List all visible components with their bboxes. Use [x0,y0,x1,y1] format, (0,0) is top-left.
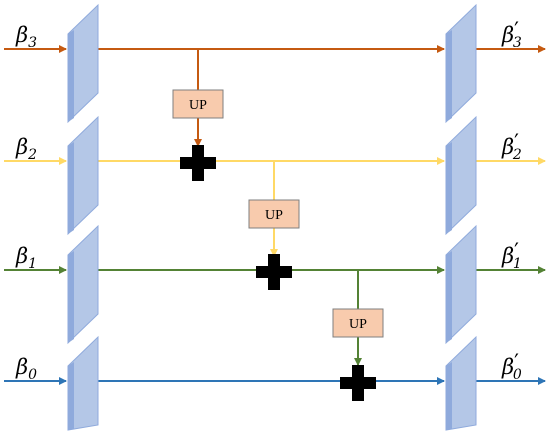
right-block-0 [445,335,477,431]
up-label: UP [265,208,283,223]
output-label-beta-3-prime: β′3 [501,18,522,51]
plus-icon [256,254,292,290]
right-block-3 [445,3,477,124]
input-label-beta-0: β0 [15,355,37,383]
input-label-beta-3: β3 [15,23,37,51]
up-label: UP [349,317,367,332]
level-2-row [4,157,546,257]
left-block-1 [67,224,99,345]
left-block-2 [67,115,99,236]
output-label-beta-2-prime: β′2 [501,130,522,163]
plus-icon [340,365,376,401]
right-block-1 [445,224,477,345]
output-label-beta-0-prime: β′0 [501,350,522,383]
input-label-beta-1: β1 [15,244,37,272]
right-block-2 [445,115,477,236]
level-3-row [4,45,546,147]
left-block-3 [67,3,99,124]
up-box-2: UP [248,199,300,229]
up-box-1: UP [332,308,384,338]
left-block-0 [67,335,99,431]
up-label: UP [189,98,207,113]
plus-icon [180,145,216,181]
output-label-beta-1-prime: β′1 [501,239,522,272]
input-label-beta-2: β2 [15,135,37,163]
up-box-3: UP [172,89,224,119]
